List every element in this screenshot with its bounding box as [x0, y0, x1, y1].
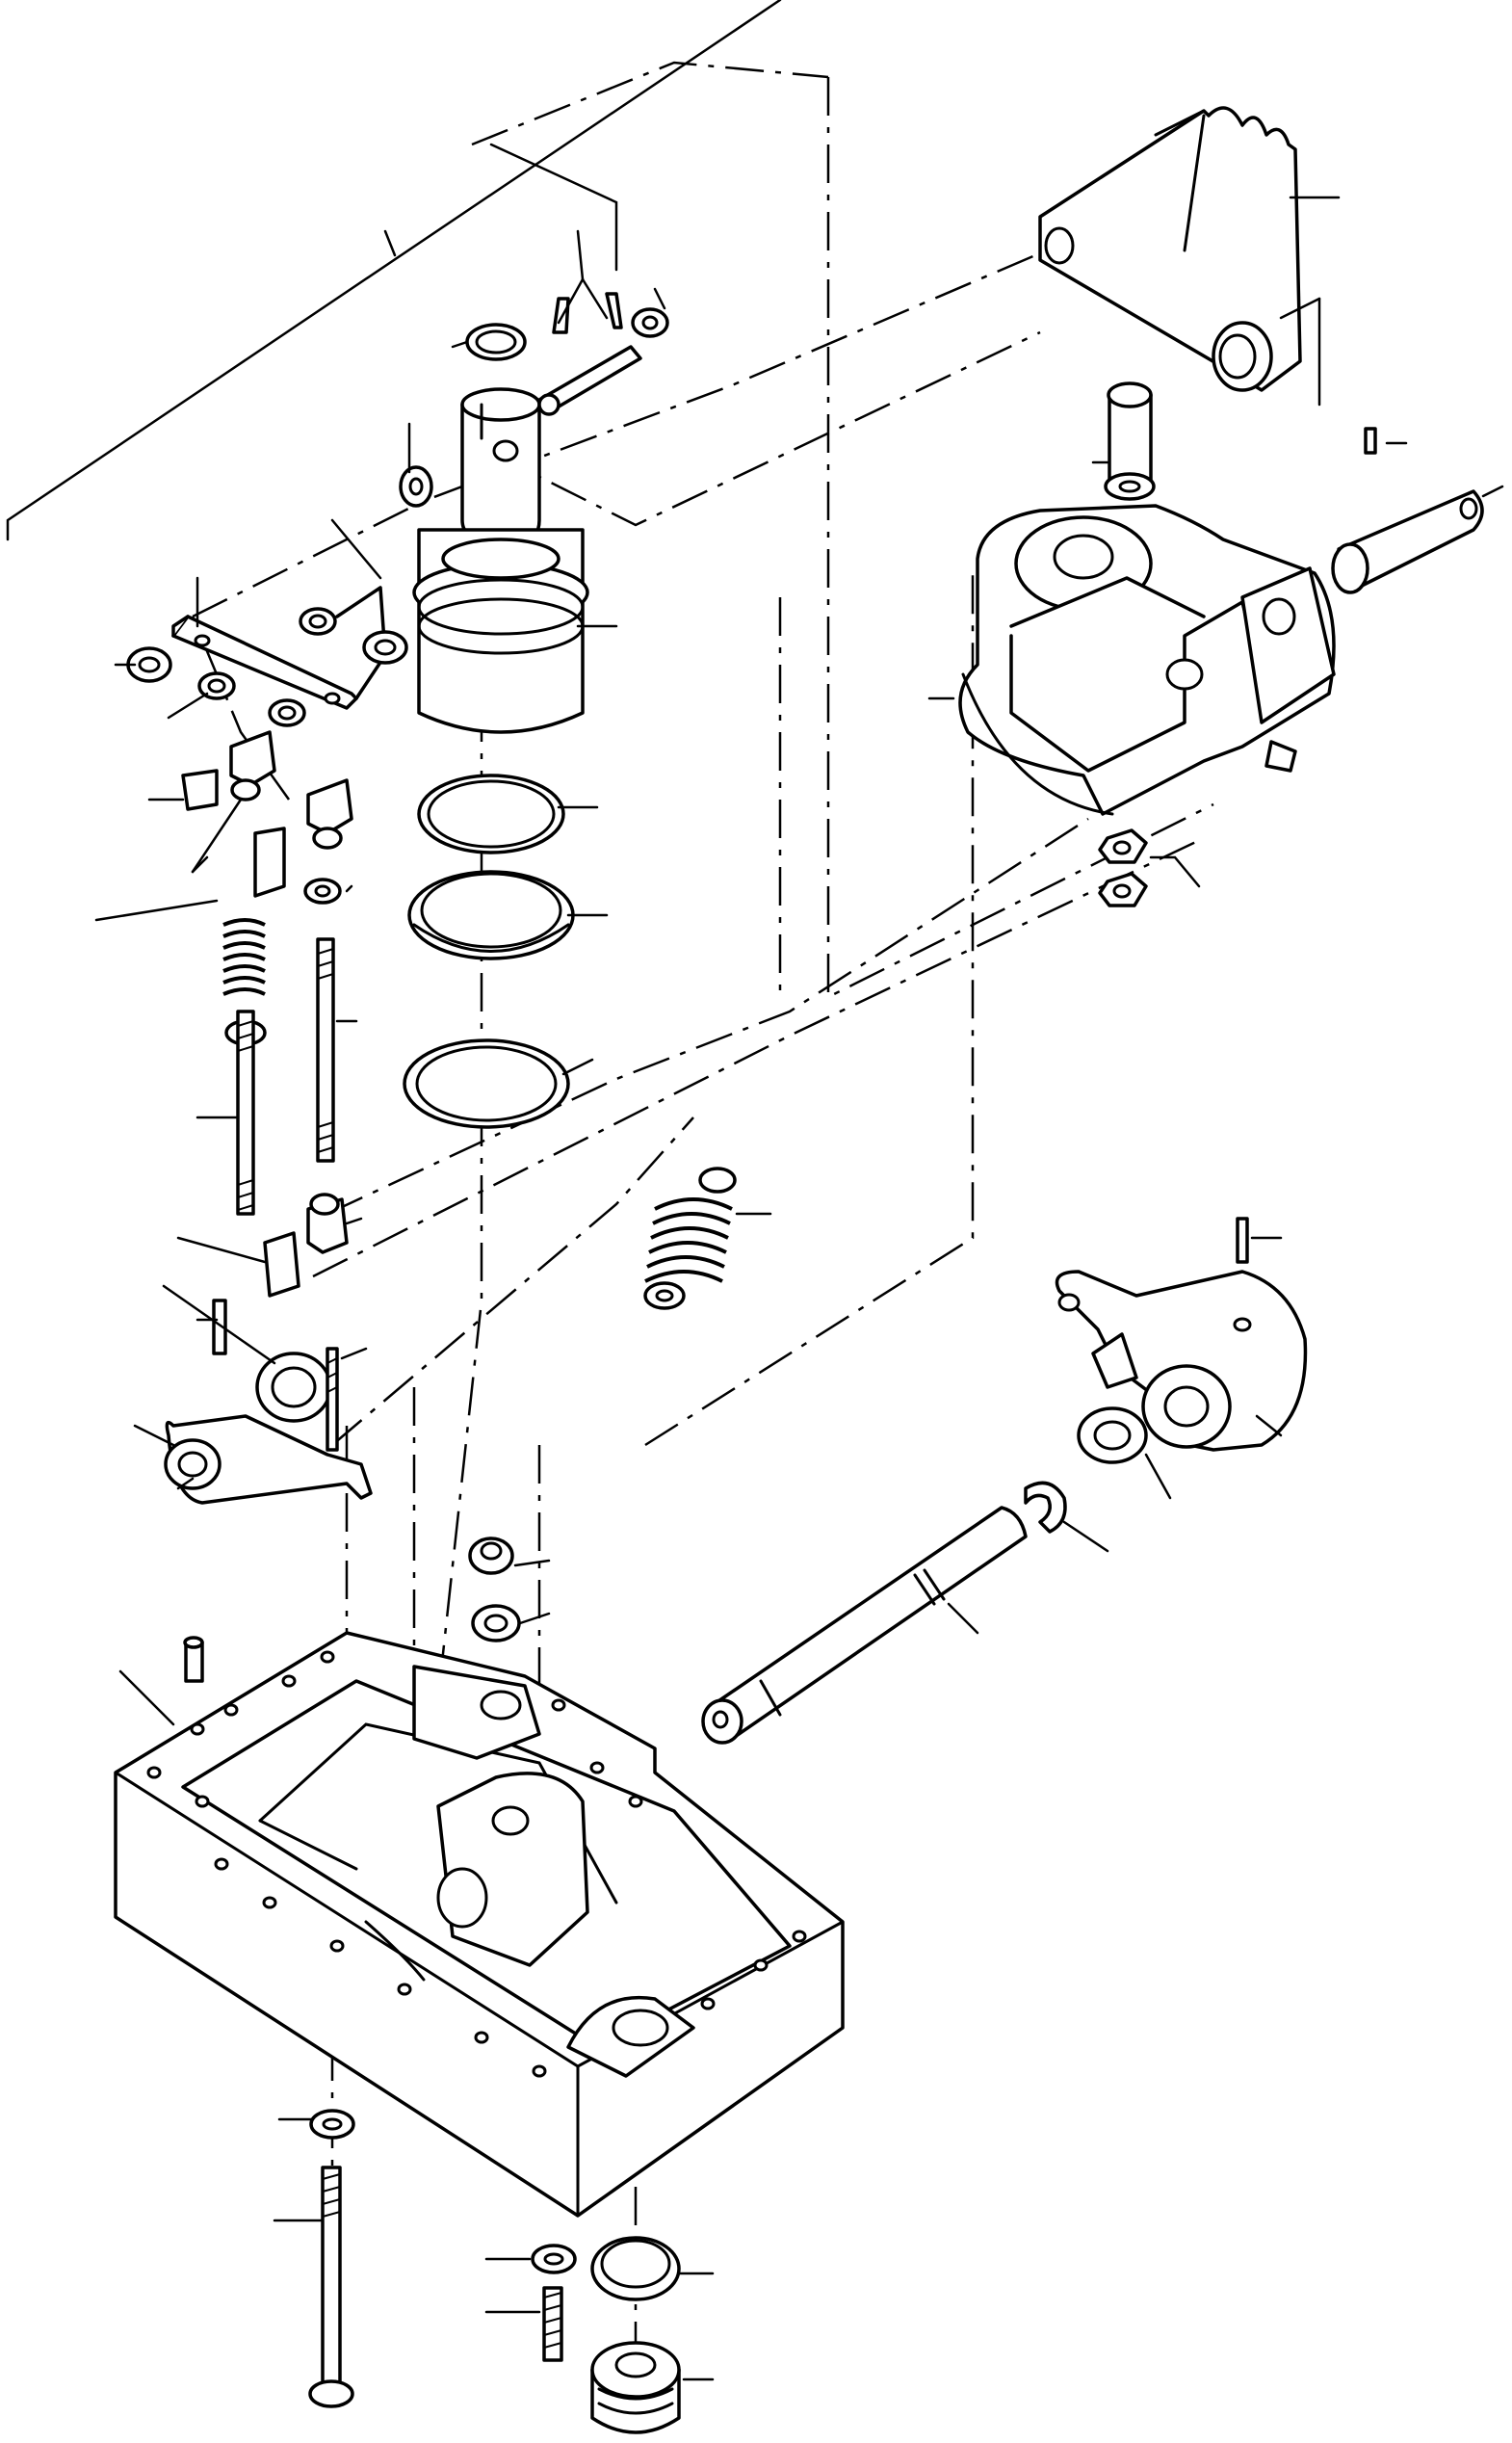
lower-clevis — [176, 1193, 363, 1298]
tension-spring — [643, 1167, 772, 1310]
shaft-washers — [1024, 1406, 1172, 1553]
lift-arm-housing — [927, 297, 1336, 816]
clevis-yokes — [94, 730, 353, 922]
sector-plate — [1038, 106, 1341, 392]
control-lever-hub — [1055, 1217, 1308, 1452]
threaded-rods — [196, 937, 358, 1216]
dowel-pin — [183, 1636, 204, 1683]
cross-shaft — [701, 1506, 1028, 1745]
group-bracket — [6, 0, 782, 541]
bottom-plug-parts — [484, 2236, 715, 2434]
bottom-bolt-and-washer — [273, 2109, 355, 2408]
top-pin-parts — [399, 143, 669, 508]
linkage-plate — [114, 518, 408, 727]
cover-nuts — [468, 1537, 551, 1642]
control-valve-spool — [412, 387, 618, 734]
lower-lever-arm — [133, 1284, 373, 1505]
hex-nuts — [1098, 828, 1201, 907]
main-housing — [114, 1631, 845, 2218]
seal-ring-stack — [403, 774, 609, 1129]
bushing-and-pin — [1091, 381, 1504, 594]
